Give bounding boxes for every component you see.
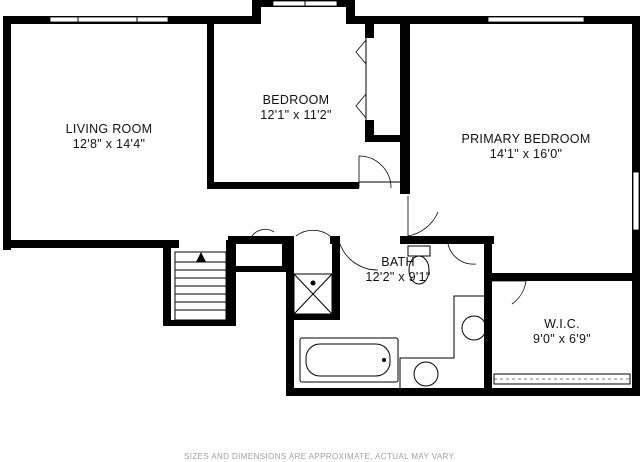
- room-label-wic: W.I.C. 9'0" x 6'9": [533, 317, 591, 346]
- sink-2: [413, 361, 439, 387]
- bathtub: [299, 337, 399, 383]
- shower: [293, 273, 333, 315]
- room-name-primary-bedroom: PRIMARY BEDROOM: [461, 132, 590, 146]
- doors: [249, 38, 527, 305]
- room-name-wic: W.I.C.: [544, 317, 580, 331]
- disclaimer-text: SIZES AND DIMENSIONS ARE APPROXIMATE, AC…: [184, 452, 456, 461]
- window-primary-bedroom: [487, 16, 585, 23]
- sink-1: [461, 315, 487, 341]
- room-dims-bath: 12'2" x 9'1": [365, 270, 430, 284]
- room-dims-bedroom: 12'1" x 11'2": [260, 108, 332, 122]
- room-name-bath: BATH: [381, 255, 415, 269]
- room-label-living-room: LIVING ROOM 12'8" x 14'4": [66, 122, 153, 151]
- window-living-room: [49, 16, 169, 23]
- bath-fixtures: [293, 245, 487, 388]
- room-label-bath: BATH 12'2" x 9'1": [365, 255, 430, 284]
- window-primary-bedroom-side: [632, 171, 640, 231]
- room-label-primary-bedroom: PRIMARY BEDROOM 14'1" x 16'0": [461, 132, 590, 161]
- room-name-bedroom: BEDROOM: [263, 93, 330, 107]
- room-dims-wic: 9'0" x 6'9": [533, 332, 591, 346]
- windows: [49, 0, 640, 231]
- room-name-living-room: LIVING ROOM: [66, 122, 153, 136]
- room-dims-primary-bedroom: 14'1" x 16'0": [490, 147, 562, 161]
- stairs: [174, 251, 227, 321]
- room-label-bedroom: BEDROOM 12'1" x 11'2": [260, 93, 332, 122]
- wic-shelf: [493, 373, 631, 385]
- room-dims-living-room: 12'8" x 14'4": [73, 137, 145, 151]
